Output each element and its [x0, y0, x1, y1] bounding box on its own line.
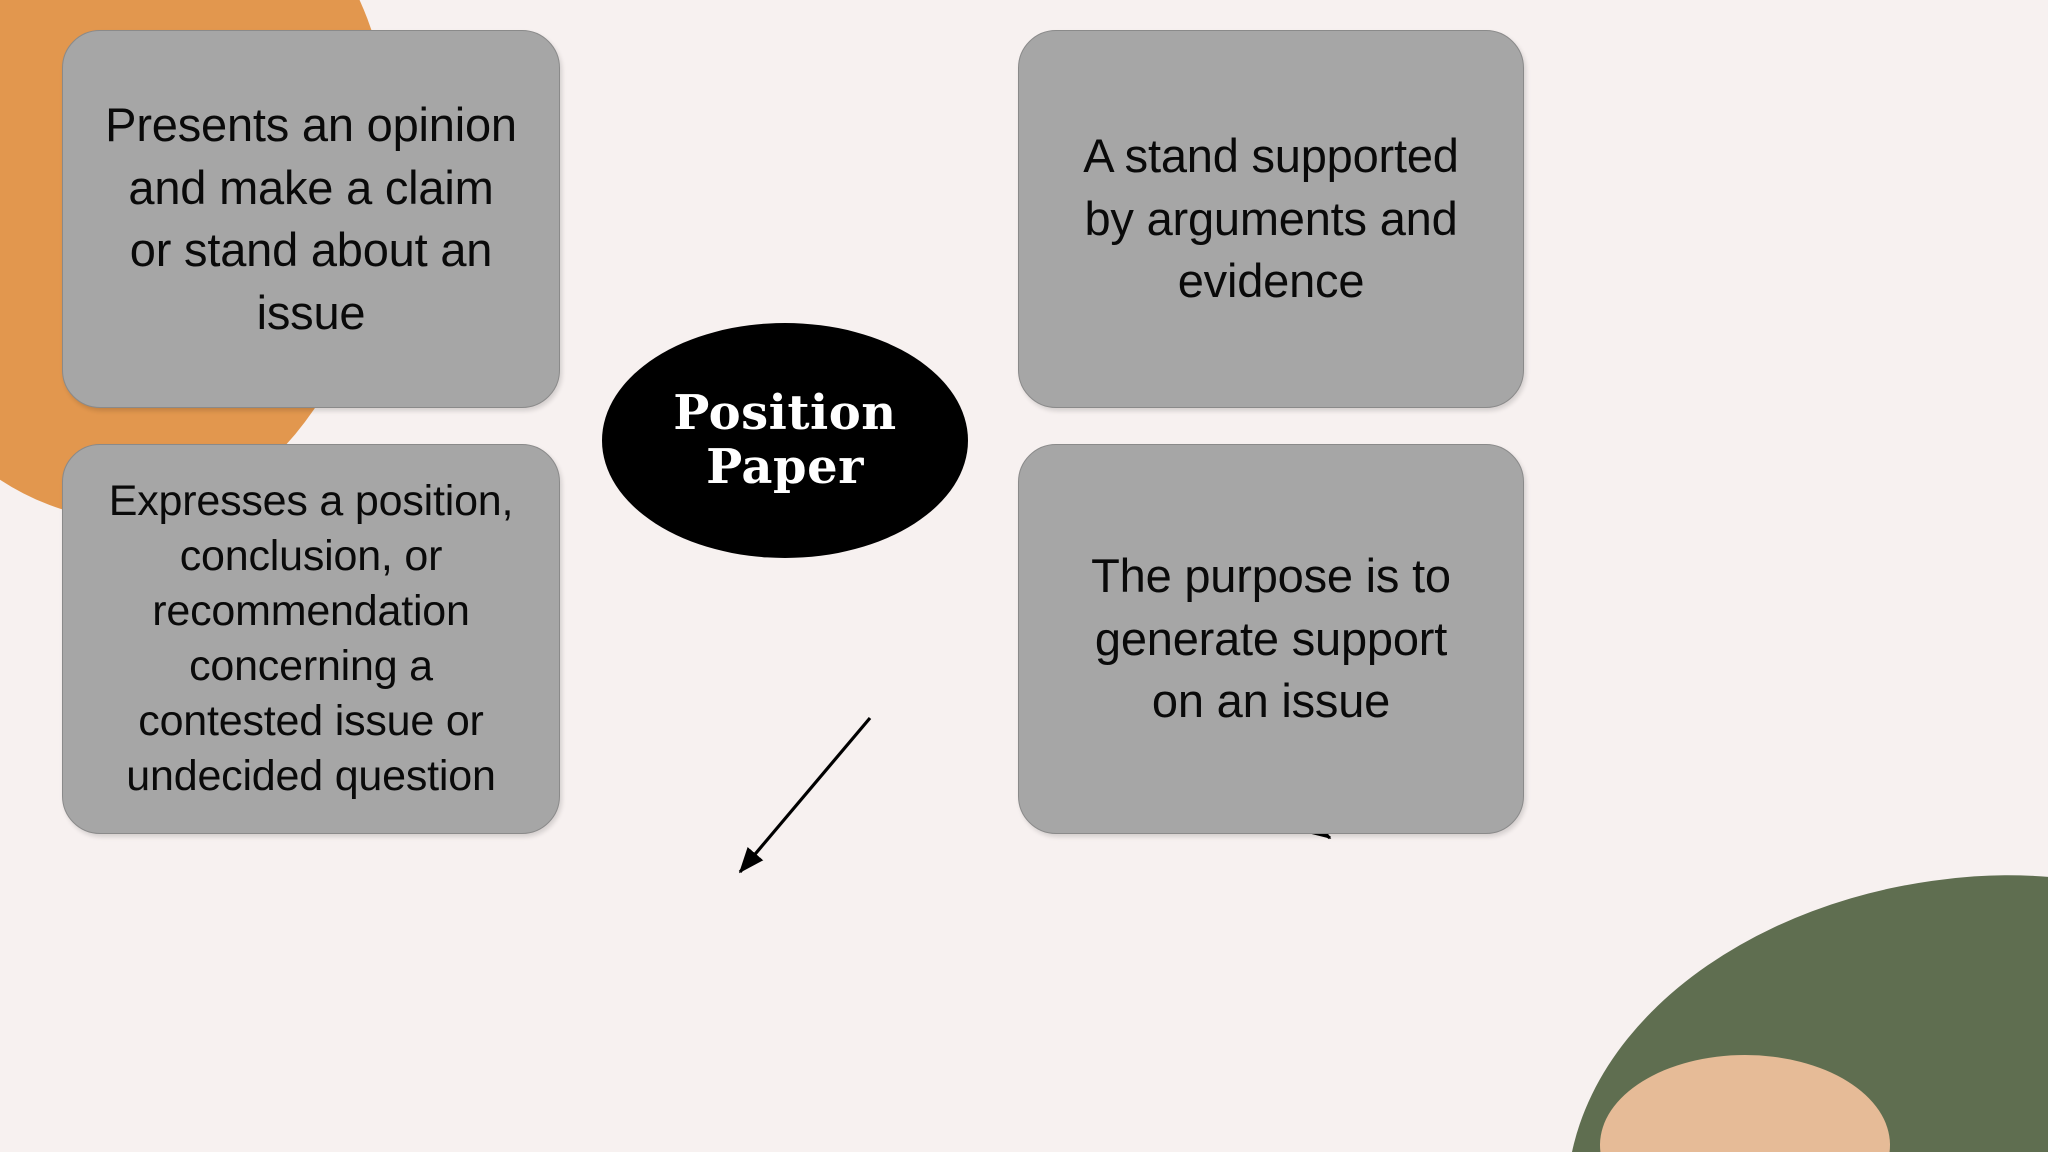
- center-node-label: Position Paper: [673, 384, 897, 495]
- node-text-bottom-left: Expresses a position, conclusion, or rec…: [108, 476, 514, 801]
- node-text-bottom-right: The purpose is to generate support on an…: [1091, 549, 1451, 728]
- node-box-top-right[interactable]: A stand supported by arguments and evide…: [1018, 30, 1524, 408]
- center-node-position-paper[interactable]: Position Paper: [602, 323, 968, 558]
- connector-center-to-bottom-left: [738, 716, 872, 874]
- node-box-top-left[interactable]: Presents an opinion and make a claim or …: [62, 30, 560, 408]
- node-box-bottom-right[interactable]: The purpose is to generate support on an…: [1018, 444, 1524, 834]
- node-text-top-left: Presents an opinion and make a claim or …: [105, 98, 517, 339]
- node-box-bottom-left[interactable]: Expresses a position, conclusion, or rec…: [62, 444, 560, 834]
- node-text-top-right: A stand supported by arguments and evide…: [1083, 129, 1459, 308]
